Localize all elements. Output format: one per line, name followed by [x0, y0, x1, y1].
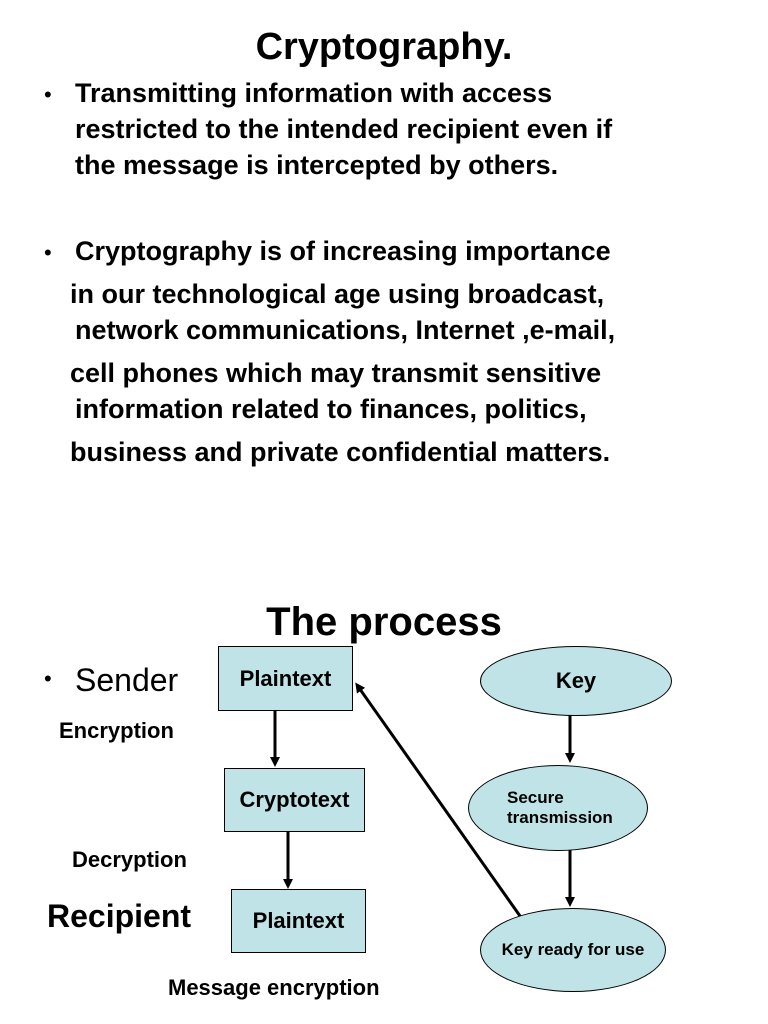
secure-line-2: transmission: [507, 808, 613, 827]
recipient-label: Recipient: [47, 898, 192, 934]
bullet1-line-2: restricted to the intended recipient eve…: [75, 114, 613, 144]
bullet2-line-1: Cryptography is of increasing importance: [75, 236, 611, 266]
bullet-marker: •: [44, 82, 52, 107]
sender-label: Sender: [75, 662, 179, 698]
bullet2-line-5: information related to finances, politic…: [75, 394, 587, 424]
bullet2-line-6: business and private confidential matter…: [70, 437, 611, 467]
secure-line-1: Secure: [507, 788, 564, 807]
process-title: The process: [266, 600, 502, 644]
bullet1-line-1: Transmitting information with access: [75, 78, 553, 108]
cryptotext-box: Cryptotext: [224, 768, 365, 832]
plaintext-box-bottom: Plaintext: [231, 889, 366, 953]
key-ready-oval: Key ready for use: [480, 908, 666, 992]
secure-transmission-oval: Secure transmission: [468, 765, 648, 851]
bullet2-line-3: network communications, Internet ,e-mail…: [75, 315, 616, 345]
key-oval: Key: [480, 646, 672, 716]
plaintext-box-top: Plaintext: [218, 646, 353, 711]
bullet-marker: •: [44, 666, 52, 691]
arrow-keyready-to-plaintext: [355, 682, 522, 917]
bullet2-line-2: in our technological age using broadcast…: [70, 279, 605, 309]
encryption-label: Encryption: [59, 718, 174, 743]
bullet1-line-3: the message is intercepted by others.: [75, 150, 559, 180]
bullet-marker: •: [44, 240, 52, 265]
diagram-caption: Message encryption: [168, 975, 380, 1000]
slide-title: Cryptography.: [255, 26, 513, 68]
bullet2-line-4: cell phones which may transmit sensitive: [70, 358, 602, 388]
decryption-label: Decryption: [72, 847, 187, 872]
